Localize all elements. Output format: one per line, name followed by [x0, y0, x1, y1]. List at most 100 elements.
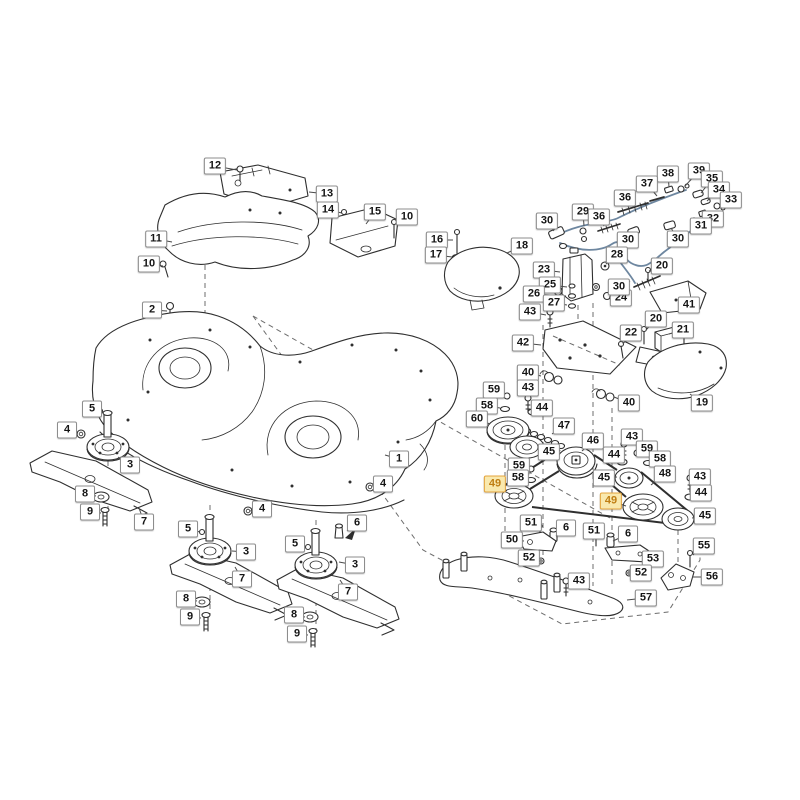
part-callout-44[interactable]: 44: [530, 399, 554, 417]
part-callout-45[interactable]: 45: [537, 443, 561, 461]
part-callout-58[interactable]: 58: [506, 469, 530, 487]
screw-12: [237, 166, 243, 181]
part-callout-30[interactable]: 30: [607, 278, 631, 296]
part-callout-46[interactable]: 46: [581, 432, 605, 450]
part-callout-52[interactable]: 52: [517, 549, 541, 567]
part-callout-30[interactable]: 30: [535, 212, 559, 230]
part-callout-14[interactable]: 14: [316, 201, 340, 219]
part-callout-1[interactable]: 1: [389, 450, 409, 468]
rod-37: [650, 197, 664, 201]
part-callout-13[interactable]: 13: [315, 185, 339, 203]
part-callout-36[interactable]: 36: [587, 208, 611, 226]
part-callout-49-highlighted[interactable]: 49: [483, 475, 507, 493]
part-callout-17[interactable]: 17: [424, 246, 448, 264]
screw-43e: [563, 578, 569, 596]
part-callout-7[interactable]: 7: [232, 570, 252, 588]
part-callout-43[interactable]: 43: [567, 572, 591, 590]
part-callout-4[interactable]: 4: [57, 421, 77, 439]
part-callout-5[interactable]: 5: [82, 400, 102, 418]
part-callout-3[interactable]: 3: [345, 556, 365, 574]
part-callout-7[interactable]: 7: [134, 513, 154, 531]
washer-27: [569, 304, 576, 308]
part-callout-6[interactable]: 6: [347, 514, 367, 532]
part-callout-42[interactable]: 42: [511, 334, 535, 352]
spring-36b: [618, 202, 648, 215]
part-callout-23[interactable]: 23: [532, 261, 556, 279]
part-callout-45[interactable]: 45: [592, 469, 616, 487]
part-callout-49-highlighted[interactable]: 49: [599, 492, 623, 510]
part-callout-6[interactable]: 6: [618, 525, 638, 543]
plate-56: [661, 564, 694, 590]
part-callout-20[interactable]: 20: [650, 257, 674, 275]
fitting-35: [692, 190, 703, 199]
part-callout-52[interactable]: 52: [629, 564, 653, 582]
part-callout-21[interactable]: 21: [671, 321, 695, 339]
part-callout-22[interactable]: 22: [619, 324, 643, 342]
fitting-38: [664, 186, 673, 193]
clamp-29: [580, 228, 587, 242]
part-callout-43[interactable]: 43: [516, 379, 540, 397]
part-callout-51[interactable]: 51: [519, 514, 543, 532]
part-callout-36[interactable]: 36: [613, 189, 637, 207]
part-callout-55[interactable]: 55: [692, 537, 716, 555]
part-callout-37[interactable]: 37: [635, 175, 659, 193]
part-callout-59[interactable]: 59: [482, 381, 506, 399]
part-callout-11[interactable]: 11: [145, 230, 167, 248]
part-callout-4[interactable]: 4: [373, 475, 393, 493]
part-callout-18[interactable]: 18: [510, 237, 534, 255]
part-callout-26[interactable]: 26: [522, 285, 546, 303]
part-callout-3[interactable]: 3: [236, 543, 256, 561]
part-callout-57[interactable]: 57: [634, 589, 658, 607]
part-callout-53[interactable]: 53: [641, 550, 665, 568]
part-callout-8[interactable]: 8: [284, 606, 304, 624]
part-callout-16[interactable]: 16: [425, 231, 449, 249]
part-callout-28[interactable]: 28: [605, 246, 629, 264]
part-callout-47[interactable]: 47: [552, 417, 576, 435]
part-callout-30[interactable]: 30: [616, 231, 640, 249]
part-callout-38[interactable]: 38: [656, 165, 680, 183]
part-callout-9[interactable]: 9: [80, 503, 100, 521]
part-callout-2[interactable]: 2: [142, 301, 162, 319]
part-callout-44[interactable]: 44: [602, 446, 626, 464]
part-callout-15[interactable]: 15: [363, 203, 387, 221]
nut-4-right: [366, 483, 374, 491]
pulley-60: [487, 417, 529, 444]
part-callout-43[interactable]: 43: [518, 303, 542, 321]
bolt-9: [202, 613, 210, 632]
part-callout-10[interactable]: 10: [137, 255, 161, 273]
spacer-6-right: [607, 533, 614, 547]
part-callout-33[interactable]: 33: [719, 191, 743, 209]
part-callout-8[interactable]: 8: [176, 590, 196, 608]
part-callout-6[interactable]: 6: [556, 519, 576, 537]
part-callout-8[interactable]: 8: [75, 485, 95, 503]
part-callout-50[interactable]: 50: [500, 531, 524, 549]
blade-spindle-set-2: [170, 507, 292, 631]
part-callout-43[interactable]: 43: [688, 468, 712, 486]
part-callout-51[interactable]: 51: [582, 522, 606, 540]
part-callout-5[interactable]: 5: [178, 520, 198, 538]
part-callout-9[interactable]: 9: [180, 608, 200, 626]
part-callout-9[interactable]: 9: [287, 625, 307, 643]
part-callout-5[interactable]: 5: [285, 535, 305, 553]
shackle-40-right: [592, 389, 614, 401]
part-callout-20[interactable]: 20: [644, 310, 668, 328]
part-callout-40[interactable]: 40: [617, 394, 641, 412]
part-callout-3[interactable]: 3: [120, 456, 140, 474]
part-callout-44[interactable]: 44: [689, 484, 713, 502]
standoff-pins-57: [443, 552, 560, 599]
part-callout-31[interactable]: 31: [689, 217, 713, 235]
part-callout-60[interactable]: 60: [465, 410, 489, 428]
part-callout-7[interactable]: 7: [338, 583, 358, 601]
part-callout-48[interactable]: 48: [653, 465, 677, 483]
part-callout-12[interactable]: 12: [203, 157, 227, 175]
part-callout-4[interactable]: 4: [252, 500, 272, 518]
part-callout-45[interactable]: 45: [693, 507, 717, 525]
part-callout-56[interactable]: 56: [700, 568, 724, 586]
part-callout-41[interactable]: 41: [677, 296, 701, 314]
part-callout-10[interactable]: 10: [395, 208, 419, 226]
part-callout-19[interactable]: 19: [690, 394, 714, 412]
washer-25: [569, 284, 575, 288]
part-callout-30[interactable]: 30: [666, 230, 690, 248]
part-callout-27[interactable]: 27: [542, 294, 566, 312]
